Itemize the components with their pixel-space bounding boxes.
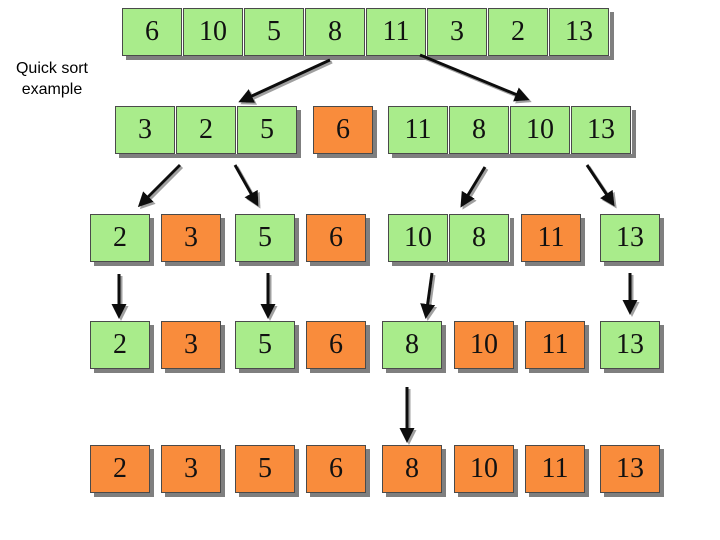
array-cell: 13 bbox=[600, 321, 660, 369]
array-cell: 8 bbox=[449, 214, 509, 262]
pivot-cell: 3 bbox=[161, 321, 221, 369]
arrow bbox=[460, 166, 487, 208]
array-cell: 13 bbox=[549, 8, 609, 56]
arrow bbox=[585, 164, 615, 207]
array-row-partition-3: 2 3 5 6 8 10 11 13 bbox=[0, 321, 720, 369]
pivot-cell: 11 bbox=[521, 214, 581, 262]
array-cell: 5 bbox=[235, 321, 295, 369]
pivot-cell: 6 bbox=[313, 106, 373, 154]
array-cell: 5 bbox=[235, 214, 295, 262]
right-subarray: 11 8 10 13 bbox=[388, 106, 632, 154]
pivot-cell: 6 bbox=[306, 321, 366, 369]
diagram-caption: Quick sort example bbox=[15, 60, 88, 98]
subarray: 10 8 bbox=[388, 214, 510, 262]
array-cell: 8 bbox=[449, 106, 509, 154]
pivot-cell: 11 bbox=[525, 321, 585, 369]
left-subarray: 3 2 5 bbox=[115, 106, 297, 154]
array-row-partition-2: 2 3 5 6 10 8 11 13 bbox=[0, 214, 720, 262]
array-cell: 8 bbox=[305, 8, 365, 56]
array-cell: 11 bbox=[388, 106, 448, 154]
array-cell: 2 bbox=[90, 321, 150, 369]
array-cell: 3 bbox=[427, 8, 487, 56]
pivot-cell: 8 bbox=[382, 445, 442, 493]
array-cell: 5 bbox=[244, 8, 304, 56]
array-cell: 2 bbox=[176, 106, 236, 154]
pivot-cell: 2 bbox=[90, 445, 150, 493]
arrow bbox=[233, 164, 259, 207]
array-cell: 10 bbox=[183, 8, 243, 56]
pivot-cell: 3 bbox=[161, 214, 221, 262]
array-cell: 13 bbox=[600, 214, 660, 262]
array-cell: 13 bbox=[571, 106, 631, 154]
arrow bbox=[420, 272, 436, 319]
array-cell: 6 bbox=[122, 8, 182, 56]
pivot-cell: 5 bbox=[235, 445, 295, 493]
arrow bbox=[419, 53, 530, 102]
array-row-partition-1: 3 2 5 6 11 8 10 13 bbox=[0, 106, 720, 154]
array-cell: 5 bbox=[237, 106, 297, 154]
array-cell: 3 bbox=[115, 106, 175, 154]
array-row-input: 6 10 5 8 11 3 2 13 bbox=[122, 8, 610, 56]
pivot-cell: 10 bbox=[454, 321, 514, 369]
pivot-cell: 11 bbox=[525, 445, 585, 493]
pivot-cell: 10 bbox=[454, 445, 514, 493]
array-row-sorted: 2 3 5 6 8 10 11 13 bbox=[0, 445, 720, 493]
arrow bbox=[238, 58, 331, 103]
array-cell: 10 bbox=[388, 214, 448, 262]
array-cell: 8 bbox=[382, 321, 442, 369]
pivot-cell: 3 bbox=[161, 445, 221, 493]
array-cell: 2 bbox=[488, 8, 548, 56]
pivot-cell: 6 bbox=[306, 445, 366, 493]
array-cell: 11 bbox=[366, 8, 426, 56]
array-cell: 2 bbox=[90, 214, 150, 262]
pivot-cell: 6 bbox=[306, 214, 366, 262]
array-cell: 10 bbox=[510, 106, 570, 154]
pivot-cell: 13 bbox=[600, 445, 660, 493]
arrow bbox=[137, 163, 182, 208]
